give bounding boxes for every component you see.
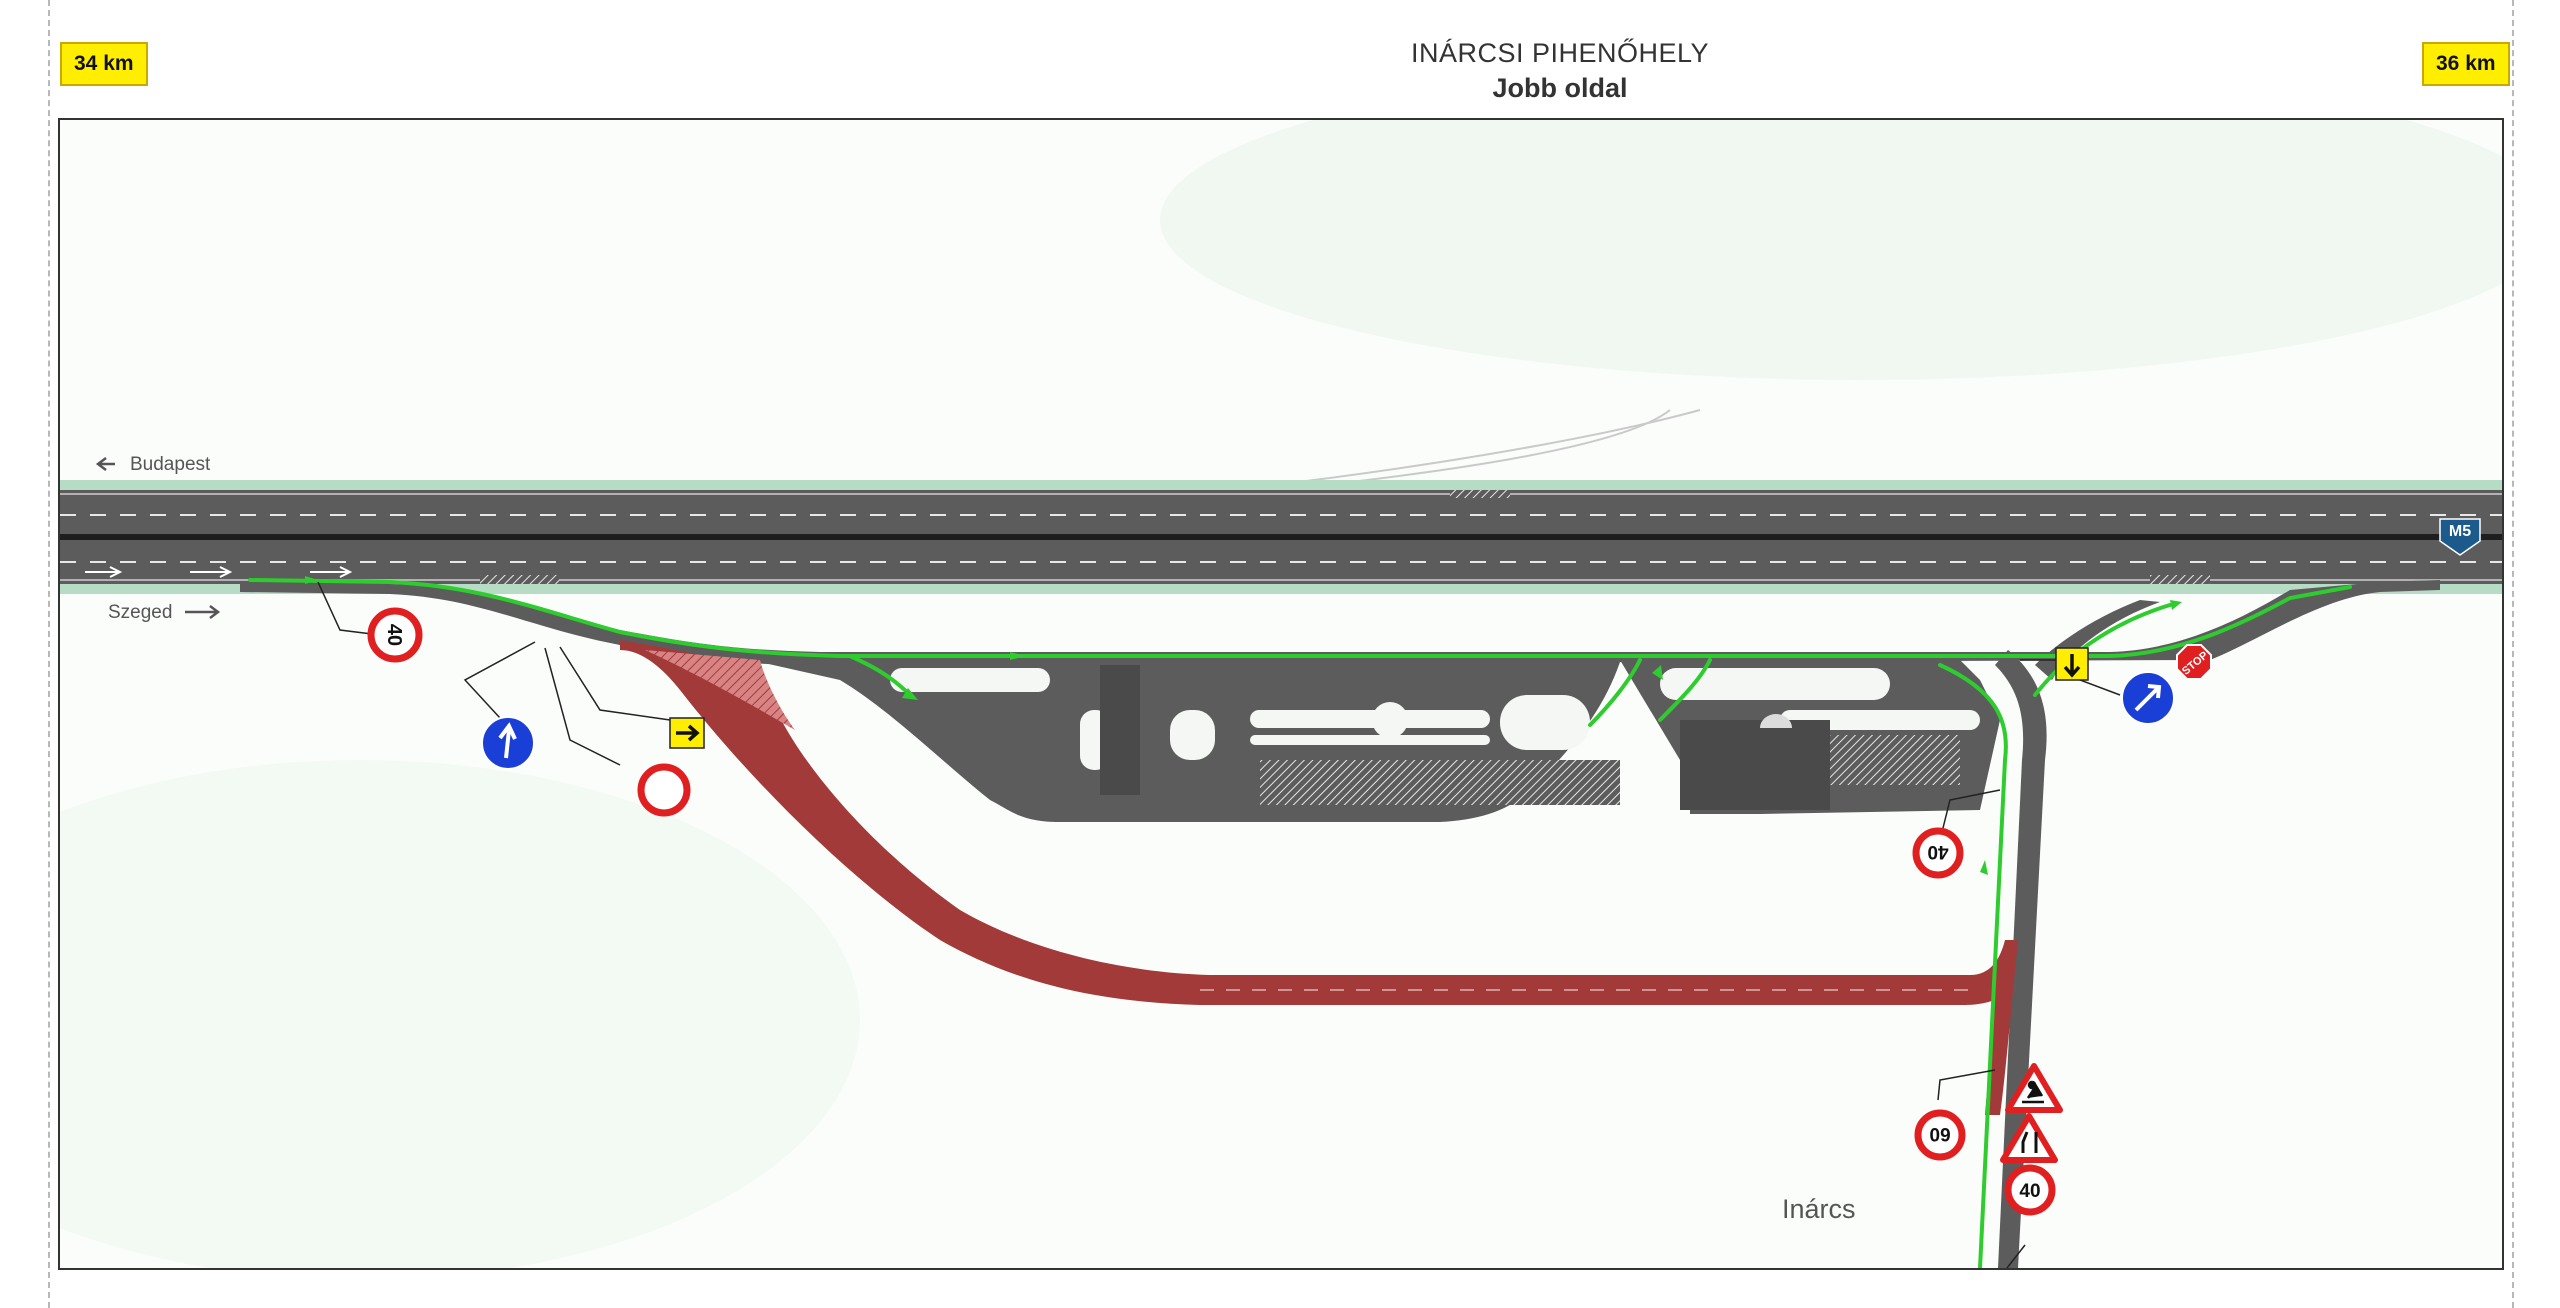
- speed-limit-60-label: 60: [1929, 1123, 1950, 1144]
- rest-area-diagram: M5 Budapest Szeged: [60, 120, 2502, 1268]
- direction-arrow-down-sign: [2055, 647, 2089, 681]
- speed-limit-40-label: 40: [383, 624, 405, 646]
- speed-limit-40-exit-label: 40: [1927, 841, 1948, 862]
- building: [1680, 720, 1830, 810]
- map-title-block: INÁRCSI PIHENŐHELY Jobb oldal: [1230, 38, 1890, 104]
- closed-hatched-area: [645, 650, 795, 730]
- km-marker-right: 36 km: [2422, 42, 2510, 86]
- parking-bays: [1820, 735, 1960, 785]
- inarcs-place-label: Inárcs: [1782, 1194, 1856, 1224]
- roadworks-icon: [2022, 1080, 2044, 1104]
- mandatory-direction-sign: [481, 716, 535, 770]
- speed-limit-40-exit-sign: 40: [1912, 827, 1964, 879]
- motorway-verge-bottom: [60, 584, 2502, 594]
- speed-limit-60-sign: 60: [1914, 1109, 1966, 1161]
- arrow-down-icon: [2063, 654, 2081, 678]
- right-guide-line: [2512, 0, 2514, 1308]
- traffic-route: [248, 578, 2352, 1268]
- map-title: INÁRCSI PIHENŐHELY: [1410, 38, 1710, 68]
- arrow-right-icon: [676, 724, 700, 742]
- motorway-verge-top: [60, 480, 2502, 490]
- building: [1100, 665, 1140, 795]
- parking-bays: [1260, 760, 1620, 805]
- access-road-inarcs: [1995, 650, 2047, 1268]
- roadworks-warning-sign: [2005, 1063, 2063, 1113]
- hatched-area: [2150, 575, 2210, 584]
- arrow-up-right-icon: [2134, 684, 2162, 712]
- mandatory-turn-sign: [2121, 671, 2175, 725]
- direction-arrow-sign: [669, 717, 705, 749]
- road-narrows-icon: [2021, 1131, 2038, 1153]
- km-marker-left: 34 km: [60, 42, 148, 86]
- speed-limit-40-access-sign: 40: [2004, 1164, 2056, 1216]
- arrow-right-icon: [185, 605, 221, 619]
- map-canvas[interactable]: M5 Budapest Szeged: [58, 118, 2504, 1270]
- szeged-direction: Szeged: [108, 602, 221, 623]
- hatched-area: [1450, 490, 1510, 498]
- hatched-area: [480, 575, 560, 584]
- closed-road-section: [620, 640, 2018, 1115]
- bg-tint: [60, 760, 860, 1268]
- motorway-median: [60, 534, 2502, 540]
- stop-sign: STOP: [2176, 644, 2212, 680]
- budapest-label: Budapest: [130, 454, 211, 475]
- lane-arrows: [85, 566, 353, 578]
- speed-limit-40-sign: 40: [367, 607, 423, 663]
- m5-shield-label: M5: [2449, 523, 2471, 540]
- map-subtitle: Jobb oldal: [1492, 73, 1628, 103]
- road-narrows-warning-sign: [2000, 1113, 2058, 1163]
- left-guide-line: [48, 0, 50, 1308]
- bg-tint: [1160, 120, 2502, 380]
- no-vehicles-sign: [637, 763, 691, 817]
- arrow-up-icon: [498, 722, 517, 759]
- building-dome: [1760, 714, 1792, 728]
- szeged-label: Szeged: [108, 602, 172, 623]
- speed-limit-40-access-label: 40: [2019, 1181, 2040, 1202]
- budapest-direction: Budapest: [95, 454, 211, 475]
- route-arrowheads: [305, 576, 2182, 875]
- arrow-left-icon: [95, 457, 115, 471]
- m5-shield: M5: [2439, 518, 2481, 556]
